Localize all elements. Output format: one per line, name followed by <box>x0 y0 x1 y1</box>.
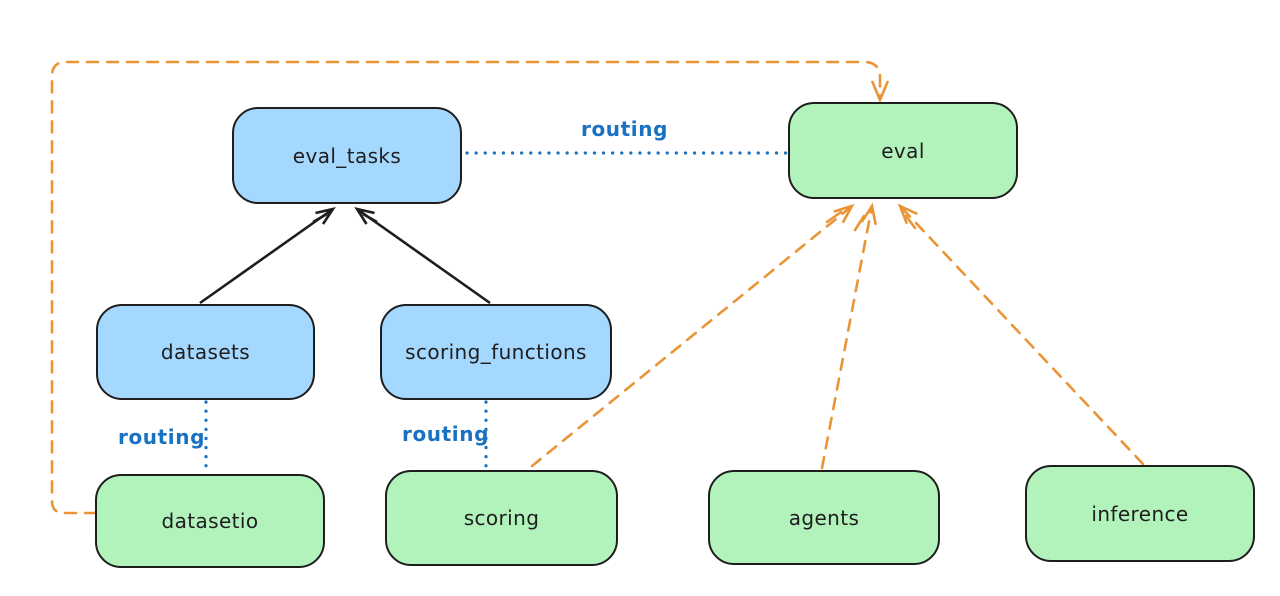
edge-scoring-functions-to-eval-tasks <box>356 207 491 305</box>
edge-scoring-to-eval <box>530 204 854 468</box>
edge-datasetio-to-eval <box>50 60 882 515</box>
arrowhead-scoring-functions-to-eval-tasks-sketch-icon <box>362 212 378 224</box>
edge-label-routing-left: routing <box>118 425 206 449</box>
arrowhead-datasetio-to-eval-icon <box>871 80 889 104</box>
arrowhead-datasets-to-eval-tasks-sketch-icon <box>312 212 328 224</box>
edge-inference-to-eval <box>898 204 1145 466</box>
node-inference-label: inference <box>1091 501 1189 526</box>
node-datasets-label: datasets <box>160 340 251 364</box>
arrowhead-scoring-to-eval-icon <box>833 203 855 224</box>
node-datasets: datasets <box>96 304 315 400</box>
arrowhead-agents-to-eval-icon <box>861 202 877 225</box>
node-scoring: scoring <box>385 470 618 566</box>
node-scoring-functions: scoring_functions <box>380 304 612 400</box>
node-agents: agents <box>708 470 940 565</box>
node-eval: eval <box>788 102 1018 199</box>
arrowhead-datasets-to-eval-tasks-icon <box>315 207 336 225</box>
node-eval-label: eval <box>881 138 925 163</box>
node-agents-label: agents <box>788 505 860 530</box>
edge-agents-to-eval <box>820 204 874 470</box>
node-scoring-label: scoring <box>463 506 540 530</box>
arrowhead-inference-to-eval-sketch-icon <box>904 214 917 230</box>
edge-label-routing-top: routing <box>581 117 669 141</box>
edge-label-routing-middle: routing <box>402 422 490 446</box>
arrowhead-scoring-functions-to-eval-tasks-icon <box>354 207 375 225</box>
node-datasetio: datasetio <box>95 474 325 568</box>
arrowhead-scoring-to-eval-sketch-icon <box>825 210 843 224</box>
node-scoring-functions-label: scoring_functions <box>405 340 587 364</box>
edge-datasets-to-eval-tasks <box>199 207 334 305</box>
node-inference: inference <box>1025 465 1255 562</box>
arrowhead-inference-to-eval-icon <box>897 203 918 225</box>
node-datasetio-label: datasetio <box>161 509 259 533</box>
node-eval-tasks-label: eval_tasks <box>292 143 402 168</box>
node-eval-tasks: eval_tasks <box>232 107 462 204</box>
arrowhead-agents-to-eval-sketch-icon <box>853 214 866 232</box>
